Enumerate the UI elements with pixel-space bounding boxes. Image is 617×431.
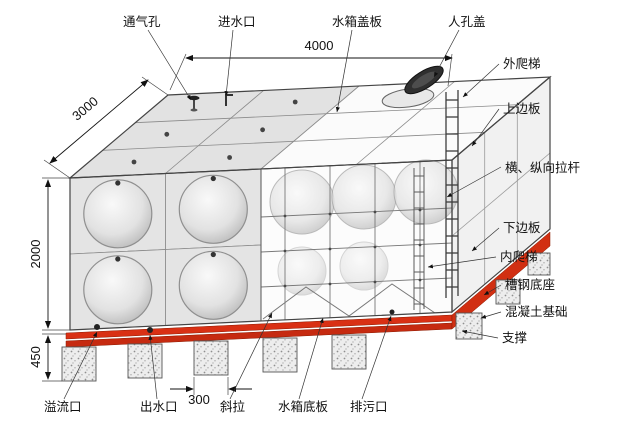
dimension-height-2000: 2000 — [28, 177, 70, 331]
tie-rod-joints — [283, 208, 422, 288]
tank-interior-cutaway — [260, 159, 459, 322]
concrete-block — [527, 252, 551, 276]
label-concrete-foundation: 混凝土基础 — [505, 304, 568, 319]
concrete-block — [61, 346, 97, 382]
pressed-panel-dome — [178, 174, 248, 244]
label-channel-base: 槽钢底座 — [505, 277, 555, 292]
concrete-block — [262, 337, 298, 373]
label-inlet: 进水口 — [218, 15, 256, 29]
label-outlet: 出水口 — [140, 400, 178, 414]
pressed-panel-dome — [83, 255, 153, 325]
drain-stub — [389, 309, 395, 315]
label-lower-plate: 下边板 — [503, 221, 541, 235]
part-labels: 通气孔 进水口 水箱盖板 人孔盖 外爬梯 上边板 横、纵向拉杆 下边板 内爬梯 … — [44, 14, 581, 414]
label-support: 支撑 — [502, 330, 528, 345]
concrete-support-blocks — [61, 252, 551, 382]
internal-ladder — [413, 167, 425, 310]
external-ladder — [445, 90, 459, 298]
label-tie-rods: 横、纵向拉杆 — [505, 160, 581, 175]
overflow-stub — [94, 324, 100, 330]
label-vent: 通气孔 — [123, 14, 161, 29]
dimension-length-4000: 4000 — [169, 38, 453, 91]
dim-support-label: 300 — [188, 392, 210, 407]
dim-length-label: 4000 — [305, 38, 334, 53]
concrete-block — [127, 343, 163, 379]
label-cover-plate: 水箱盖板 — [332, 14, 383, 29]
dim-foundation-label: 450 — [28, 346, 43, 368]
label-external-ladder: 外爬梯 — [503, 57, 541, 71]
diagonal-braces — [262, 283, 436, 320]
dimension-foundation-450: 450 — [28, 333, 66, 382]
leader-lines — [63, 29, 502, 400]
label-internal-ladder: 内爬梯 — [500, 250, 538, 264]
vent-fitting — [188, 95, 200, 112]
label-manhole: 人孔盖 — [448, 15, 486, 29]
label-diagonal-brace: 斜拉 — [220, 399, 246, 414]
manhole-cover — [381, 65, 444, 109]
outlet-stub — [147, 327, 153, 333]
concrete-block — [193, 340, 229, 376]
tank-right-face — [451, 77, 551, 312]
pressed-panel-dome — [83, 179, 153, 249]
concrete-block — [455, 312, 483, 340]
dim-width-label: 3000 — [69, 94, 101, 124]
dim-height-label: 2000 — [28, 240, 43, 269]
label-bottom-plate: 水箱底板 — [278, 399, 329, 414]
tank-front-panels — [69, 168, 262, 331]
label-overflow: 溢流口 — [44, 400, 82, 414]
concrete-block — [331, 334, 367, 370]
pressed-panel-dome — [178, 250, 248, 320]
front-panel-fittings — [115, 175, 216, 262]
label-drain: 排污口 — [350, 400, 388, 414]
label-upper-plate: 上边板 — [503, 102, 541, 116]
dimension-support-300: 300 — [170, 377, 252, 407]
concrete-block — [495, 279, 521, 305]
